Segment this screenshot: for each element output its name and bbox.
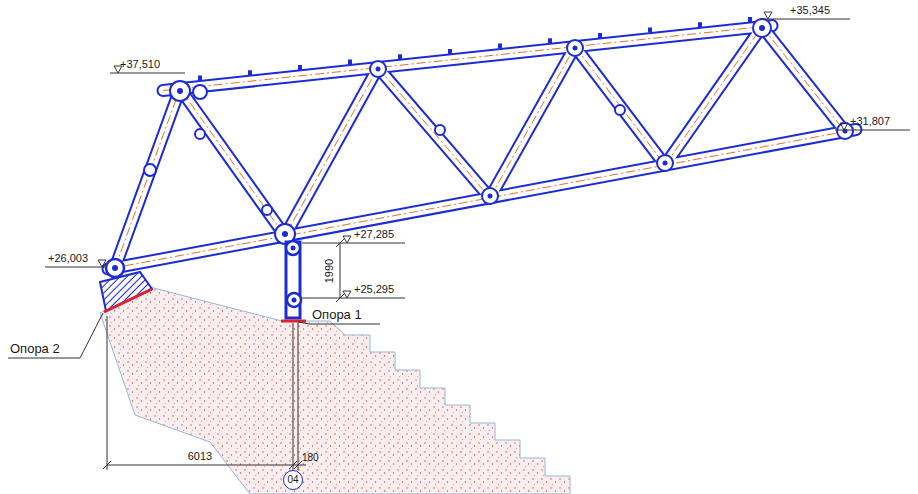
dimension-value: 6013 bbox=[188, 450, 212, 462]
stand-ground bbox=[100, 287, 570, 494]
elevation-mark: +37,510 bbox=[120, 58, 160, 70]
elevation-mark: +27,285 bbox=[354, 228, 394, 240]
dimension-lines bbox=[103, 239, 344, 470]
support-name: Опора 2 bbox=[10, 342, 60, 356]
support-name: Опора 1 bbox=[312, 308, 362, 322]
purlin-stubs bbox=[200, 17, 750, 81]
support-1 bbox=[281, 241, 306, 321]
truss-joints bbox=[144, 19, 853, 244]
axis-marker: 04 bbox=[283, 470, 303, 490]
support-2 bbox=[100, 259, 152, 312]
elevation-mark: +35,345 bbox=[790, 4, 830, 16]
dimension-value: 180 bbox=[302, 452, 319, 463]
elevation-mark: +26,003 bbox=[48, 252, 88, 264]
elevation-marks bbox=[45, 12, 910, 298]
axis-number: 04 bbox=[287, 475, 298, 485]
dimension-value: 1990 bbox=[323, 259, 335, 283]
elevation-mark: +25,295 bbox=[354, 283, 394, 295]
bolt-dots bbox=[177, 25, 848, 237]
elevation-mark: +31,807 bbox=[850, 115, 890, 127]
